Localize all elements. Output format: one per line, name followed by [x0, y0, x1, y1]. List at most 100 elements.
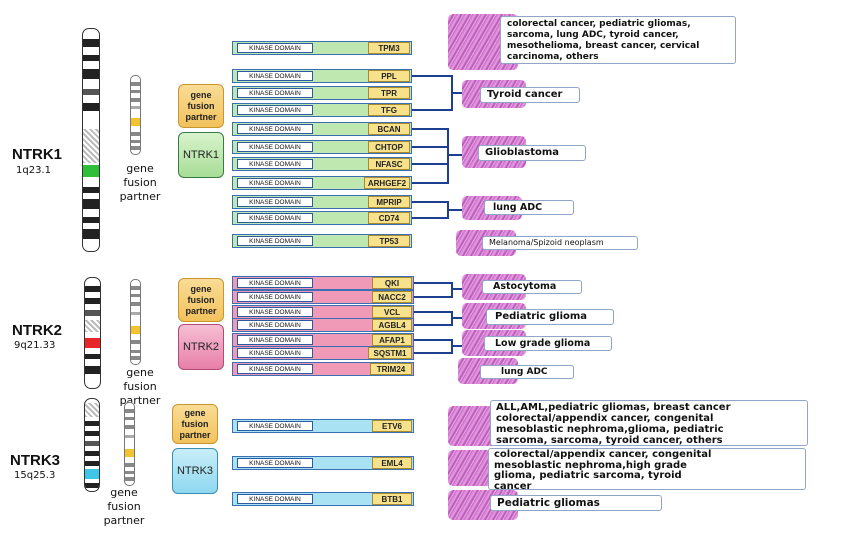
cancer-label-ntrk1-general: colorectal cancer, pediatric gliomas, sa… — [500, 16, 736, 64]
gene-fusion-partner-box-3: gene fusion partner — [172, 404, 218, 444]
partner-tag-nacc2: NACC2 — [372, 291, 412, 303]
ntrk-box-ntrk2: NTRK2 — [178, 324, 224, 370]
gene-fusion-partner-label-1: gene fusion partner — [108, 162, 172, 204]
partner-tag-tfg: TFG — [368, 104, 410, 116]
bracket-pediatric-glioma — [414, 311, 453, 326]
cancer-text-line: cancer — [494, 480, 532, 492]
cancer-text: lung ADC — [501, 367, 548, 377]
kinase-domain: KINASE DOMAIN — [237, 71, 313, 81]
bracket-lung-adc-1 — [412, 201, 449, 219]
partner-box-text: gene fusion partner — [185, 89, 217, 122]
cancer-label-ntrk3-etv6: ALL,AML,pediatric gliomas, breast cancer… — [490, 400, 808, 446]
fusion-row-mprip: KINASE DOMAIN MPRIP — [232, 195, 412, 209]
cancer-label-melanoma: Melanoma/Spizoid neoplasm — [482, 236, 638, 250]
partner-tag-chtop: CHTOP — [368, 141, 410, 153]
gfp-label-line: gene fusion — [107, 486, 141, 513]
kinase-domain: KINASE DOMAIN — [237, 159, 313, 169]
cancer-text-line: mesothelioma, breast cancer, cervical — [507, 41, 700, 51]
fusion-row-nfasc: KINASE DOMAIN NFASC — [232, 157, 412, 171]
gfp-label-line: gene fusion — [123, 162, 157, 189]
kinase-domain: KINASE DOMAIN — [237, 88, 313, 98]
cancer-text: Glioblastoma — [485, 147, 560, 158]
partner-box-text: gene fusion partner — [179, 407, 211, 440]
partner-tag-tpr: TPR — [368, 87, 410, 99]
fusion-row-afap1: KINASE DOMAIN AFAP1 — [232, 333, 414, 347]
cancer-label-lung-adc-1: lung ADC — [484, 200, 574, 215]
bracket-astocytoma — [414, 282, 453, 298]
partner-tag-bcan: BCAN — [368, 123, 410, 135]
partner-tag-etv6: ETV6 — [372, 420, 412, 432]
kinase-domain: KINASE DOMAIN — [237, 458, 313, 468]
cancer-text-line: colorectal/appendix cancer, congenital — [496, 413, 714, 424]
fusion-row-tpm3: KINASE DOMAIN TPM3 — [232, 41, 412, 55]
fusion-row-vcl: KINASE DOMAIN VCL — [232, 305, 414, 319]
kinase-domain: KINASE DOMAIN — [237, 364, 313, 374]
cancer-text-line: sarcoma, lung ADC, tyroid cancer, — [507, 30, 679, 40]
gene-locus-ntrk1: 1q23.1 — [16, 165, 51, 176]
cancer-label-pediatric-glioma: Pediatric glioma — [486, 309, 614, 325]
fusion-row-agbl4: KINASE DOMAIN AGBL4 — [232, 318, 414, 332]
fusion-row-tpr: KINASE DOMAIN TPR — [232, 86, 412, 100]
cancer-text: Tyroid cancer — [487, 89, 563, 100]
partner-tag-tp53: TP53 — [368, 235, 410, 247]
gene-title-ntrk1: NTRK1 — [12, 146, 63, 163]
cancer-text: lung ADC — [493, 202, 543, 213]
kinase-domain: KINASE DOMAIN — [237, 213, 313, 223]
cancer-text-line: glioma, pediatric sarcoma, tyroid — [494, 470, 682, 481]
kinase-domain: KINASE DOMAIN — [237, 421, 313, 431]
cancer-label-pediatric-gliomas: Pediatric gliomas — [490, 495, 662, 511]
ntrk-box-label: NTRK3 — [176, 465, 214, 477]
gfp-label-line: partner — [119, 190, 161, 203]
partner-tag-mprip: MPRIP — [368, 196, 410, 208]
chromosome-ntrk1 — [82, 28, 100, 252]
fusion-row-trim24: KINASE DOMAIN TRIM24 — [232, 362, 414, 376]
cancer-text-line: carcinoma, others — [507, 52, 599, 62]
partner-chromosome-2 — [130, 279, 141, 365]
ntrk-box-ntrk3: NTRK3 — [172, 448, 218, 494]
kinase-domain: KINASE DOMAIN — [237, 320, 313, 330]
kinase-domain: KINASE DOMAIN — [237, 292, 313, 302]
fusion-row-cd74: KINASE DOMAIN CD74 — [232, 211, 412, 225]
chromosome-ntrk3 — [84, 398, 100, 492]
kinase-domain: KINASE DOMAIN — [237, 494, 313, 504]
gene-locus-ntrk2: 9q21.33 — [14, 340, 56, 351]
kinase-domain: KINASE DOMAIN — [237, 124, 313, 134]
cancer-text-line: mesoblastic nephroma,glioma, pediatric — [496, 424, 724, 435]
kinase-domain: KINASE DOMAIN — [237, 307, 313, 317]
partner-tag-arhgef2: ARHGEF2 — [364, 177, 410, 189]
cancer-text-line: colorectal cancer, pediatric gliomas, — [507, 19, 691, 29]
fusion-row-eml4: KINASE DOMAIN EML4 — [232, 456, 414, 470]
fusion-row-chtop: KINASE DOMAIN CHTOP — [232, 140, 412, 154]
partner-tag-nfasc: NFASC — [368, 158, 410, 170]
kinase-domain: KINASE DOMAIN — [237, 43, 313, 53]
bracket-glioblastoma — [412, 128, 449, 184]
kinase-domain: KINASE DOMAIN — [237, 142, 313, 152]
cancer-label-glioblastoma: Glioblastoma — [478, 145, 586, 161]
cancer-text-line: sarcoma, sarcoma, tyroid cancer, others — [496, 435, 723, 446]
cancer-text: Pediatric glioma — [495, 311, 588, 322]
partner-tag-vcl: VCL — [372, 306, 412, 318]
gene-title-ntrk3: NTRK3 — [10, 452, 61, 469]
ntrk-box-label: NTRK1 — [182, 149, 220, 161]
kinase-domain: KINASE DOMAIN — [237, 178, 313, 188]
partner-tag-btb1: BTB1 — [372, 493, 412, 505]
fusion-row-sqstm1: KINASE DOMAIN SQSTM1 — [232, 346, 414, 360]
partner-tag-trim24: TRIM24 — [370, 363, 412, 375]
gene-title-ntrk2: NTRK2 — [12, 322, 63, 339]
kinase-domain: KINASE DOMAIN — [237, 278, 313, 288]
cancer-label-low-grade-glioma: Low grade glioma — [484, 336, 612, 351]
partner-tag-afap1: AFAP1 — [372, 334, 412, 346]
cancer-text-line: ALL,AML,pediatric gliomas, breast cancer — [496, 402, 731, 413]
partner-box-text: gene fusion partner — [185, 283, 217, 316]
gfp-label-line: gene fusion — [123, 366, 157, 393]
cancer-label-ntrk3-eml4: colorectal/appendix cancer, congenital m… — [488, 448, 806, 492]
kinase-domain: KINASE DOMAIN — [237, 105, 313, 115]
gfp-label-line: partner — [103, 514, 145, 527]
ntrk-box-label: NTRK2 — [182, 341, 220, 353]
chromosome-ntrk2 — [84, 277, 101, 389]
cancer-label-tyroid: Tyroid cancer — [480, 87, 580, 103]
kinase-domain: KINASE DOMAIN — [237, 197, 313, 207]
fusion-row-tfg: KINASE DOMAIN TFG — [232, 103, 412, 117]
partner-chromosome-1 — [130, 75, 141, 155]
